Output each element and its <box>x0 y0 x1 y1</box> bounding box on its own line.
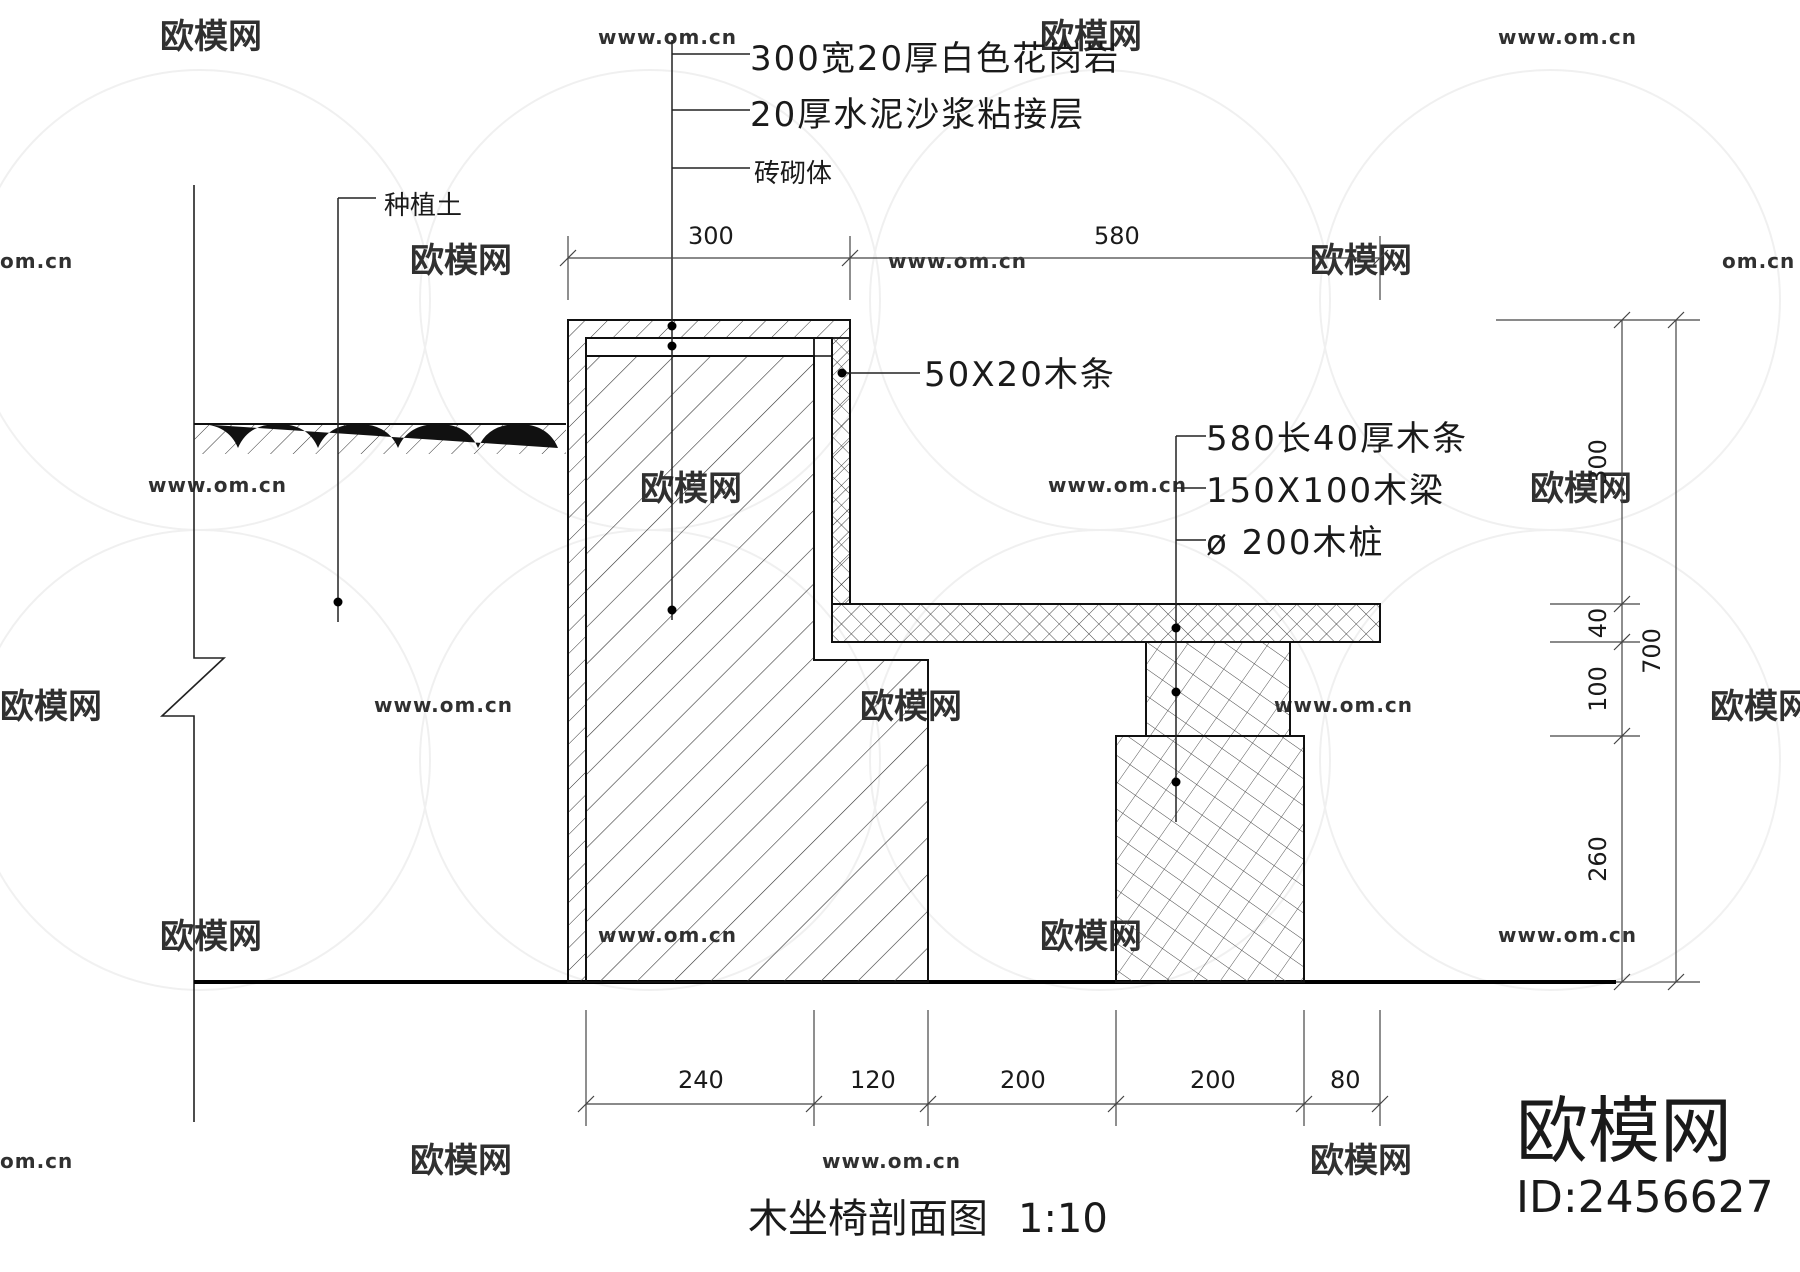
dim-bottom-200b: 200 <box>1190 1066 1236 1094</box>
right-dimension <box>1496 311 1700 991</box>
watermark-brand: 欧模网 <box>1310 1141 1412 1181</box>
drawing-scale: 1:10 <box>1018 1196 1108 1242</box>
watermark-url: www.om.cn <box>888 249 1027 273</box>
dim-top-580: 580 <box>1094 222 1140 250</box>
label-beam: 150X100木梁 <box>1206 471 1445 511</box>
label-pile: ø 200木桩 <box>1206 523 1385 563</box>
dim-right-700: 700 <box>1638 628 1666 674</box>
watermark-brand: 欧模网 <box>1710 687 1800 727</box>
wood-beam <box>1145 641 1291 737</box>
watermark-url: om.cn <box>0 249 73 273</box>
dim-right-260: 260 <box>1584 836 1612 882</box>
leader-dots <box>333 321 1181 787</box>
drawing-title: 木坐椅剖面图 <box>748 1196 988 1242</box>
watermark-brand: 欧模网 <box>1530 469 1632 509</box>
watermark-brand: 欧模网 <box>410 241 512 281</box>
bottom-dimension <box>577 1010 1389 1126</box>
watermark-brand: 欧模网 <box>410 1141 512 1181</box>
watermark-url: www.om.cn <box>1274 693 1413 717</box>
top-dimension <box>559 236 1389 300</box>
label-soil: 种植土 <box>384 191 462 221</box>
watermark-layer: 欧模网 欧模网 欧模网 欧模网 欧模网 欧模网 欧模网 欧模网 欧模网 欧模网 … <box>0 17 1800 1181</box>
watermark-url: www.om.cn <box>148 473 287 497</box>
label-seat-slat: 580长40厚木条 <box>1206 419 1468 459</box>
soil-surface <box>194 423 566 454</box>
label-wood-strip: 50X20木条 <box>924 355 1116 395</box>
label-granite: 300宽20厚白色花岗岩 <box>750 39 1120 79</box>
watermark-url: om.cn <box>0 1149 73 1173</box>
watermark-brand: 欧模网 <box>160 17 262 57</box>
watermark-url: www.om.cn <box>1498 25 1637 49</box>
watermark-url: www.om.cn <box>374 693 513 717</box>
watermark-url: om.cn <box>1722 249 1795 273</box>
watermark-url: www.om.cn <box>598 25 737 49</box>
watermark-url: www.om.cn <box>1048 473 1187 497</box>
watermark-brand: 欧模网 <box>0 687 102 727</box>
wood-strip-back <box>831 337 851 605</box>
dim-right-40: 40 <box>1584 608 1612 639</box>
seat-slat <box>831 603 1381 643</box>
label-mortar: 20厚水泥沙浆粘接层 <box>750 95 1085 135</box>
dim-bottom-200a: 200 <box>1000 1066 1046 1094</box>
wood-pile <box>1115 735 1305 983</box>
label-brick: 砖砌体 <box>754 159 832 189</box>
dim-right-100: 100 <box>1584 666 1612 712</box>
dim-right-300: 300 <box>1584 439 1612 485</box>
dim-bottom-240: 240 <box>678 1066 724 1094</box>
brand-logo: 欧模网 <box>1516 1089 1732 1173</box>
watermark-brand: 欧模网 <box>160 917 262 957</box>
dim-bottom-80: 80 <box>1330 1066 1361 1094</box>
brick-masonry <box>585 337 929 983</box>
watermark-url: www.om.cn <box>1498 923 1637 947</box>
watermark-brand: 欧模网 <box>1310 241 1412 281</box>
watermark-brand: 欧模网 <box>1040 17 1142 57</box>
left-break-line <box>159 185 227 1122</box>
dim-top-300: 300 <box>688 222 734 250</box>
watermark-url: www.om.cn <box>822 1149 961 1173</box>
dim-bottom-120: 120 <box>850 1066 896 1094</box>
brand-id: ID:2456627 <box>1516 1172 1774 1223</box>
